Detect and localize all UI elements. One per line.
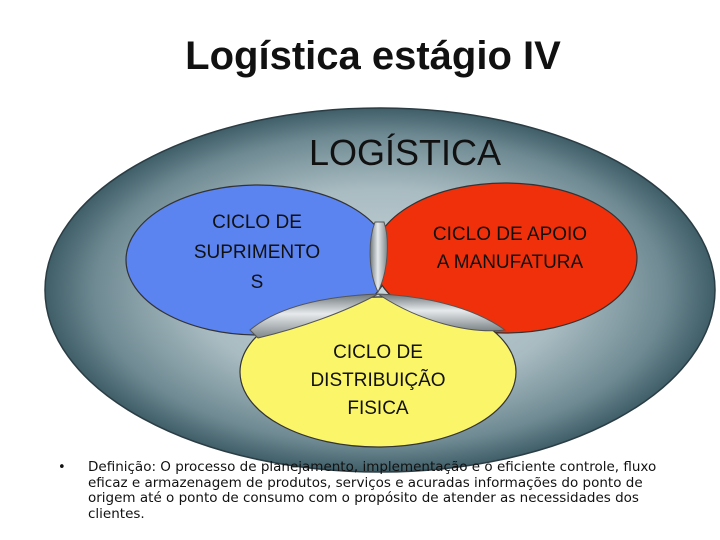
distribution-line-2: DISTRIBUIÇÃO bbox=[310, 369, 445, 391]
supply-line-2: SUPRIMENTO bbox=[194, 242, 320, 263]
manufacturing-line-1: CICLO DE APOIO bbox=[433, 224, 587, 245]
manufacturing-line-2: A MANUFATURA bbox=[437, 252, 584, 273]
logistics-label: LOGÍSTICA bbox=[309, 132, 501, 173]
definition-text: Definição: O processo de planejamento, i… bbox=[88, 460, 688, 522]
bullet-icon: • bbox=[58, 460, 66, 475]
supply-line-3: S bbox=[251, 272, 264, 293]
distribution-line-3: FISICA bbox=[347, 398, 409, 419]
supply-line-1: CICLO DE bbox=[212, 212, 302, 233]
distribution-line-1: CICLO DE bbox=[333, 342, 423, 363]
